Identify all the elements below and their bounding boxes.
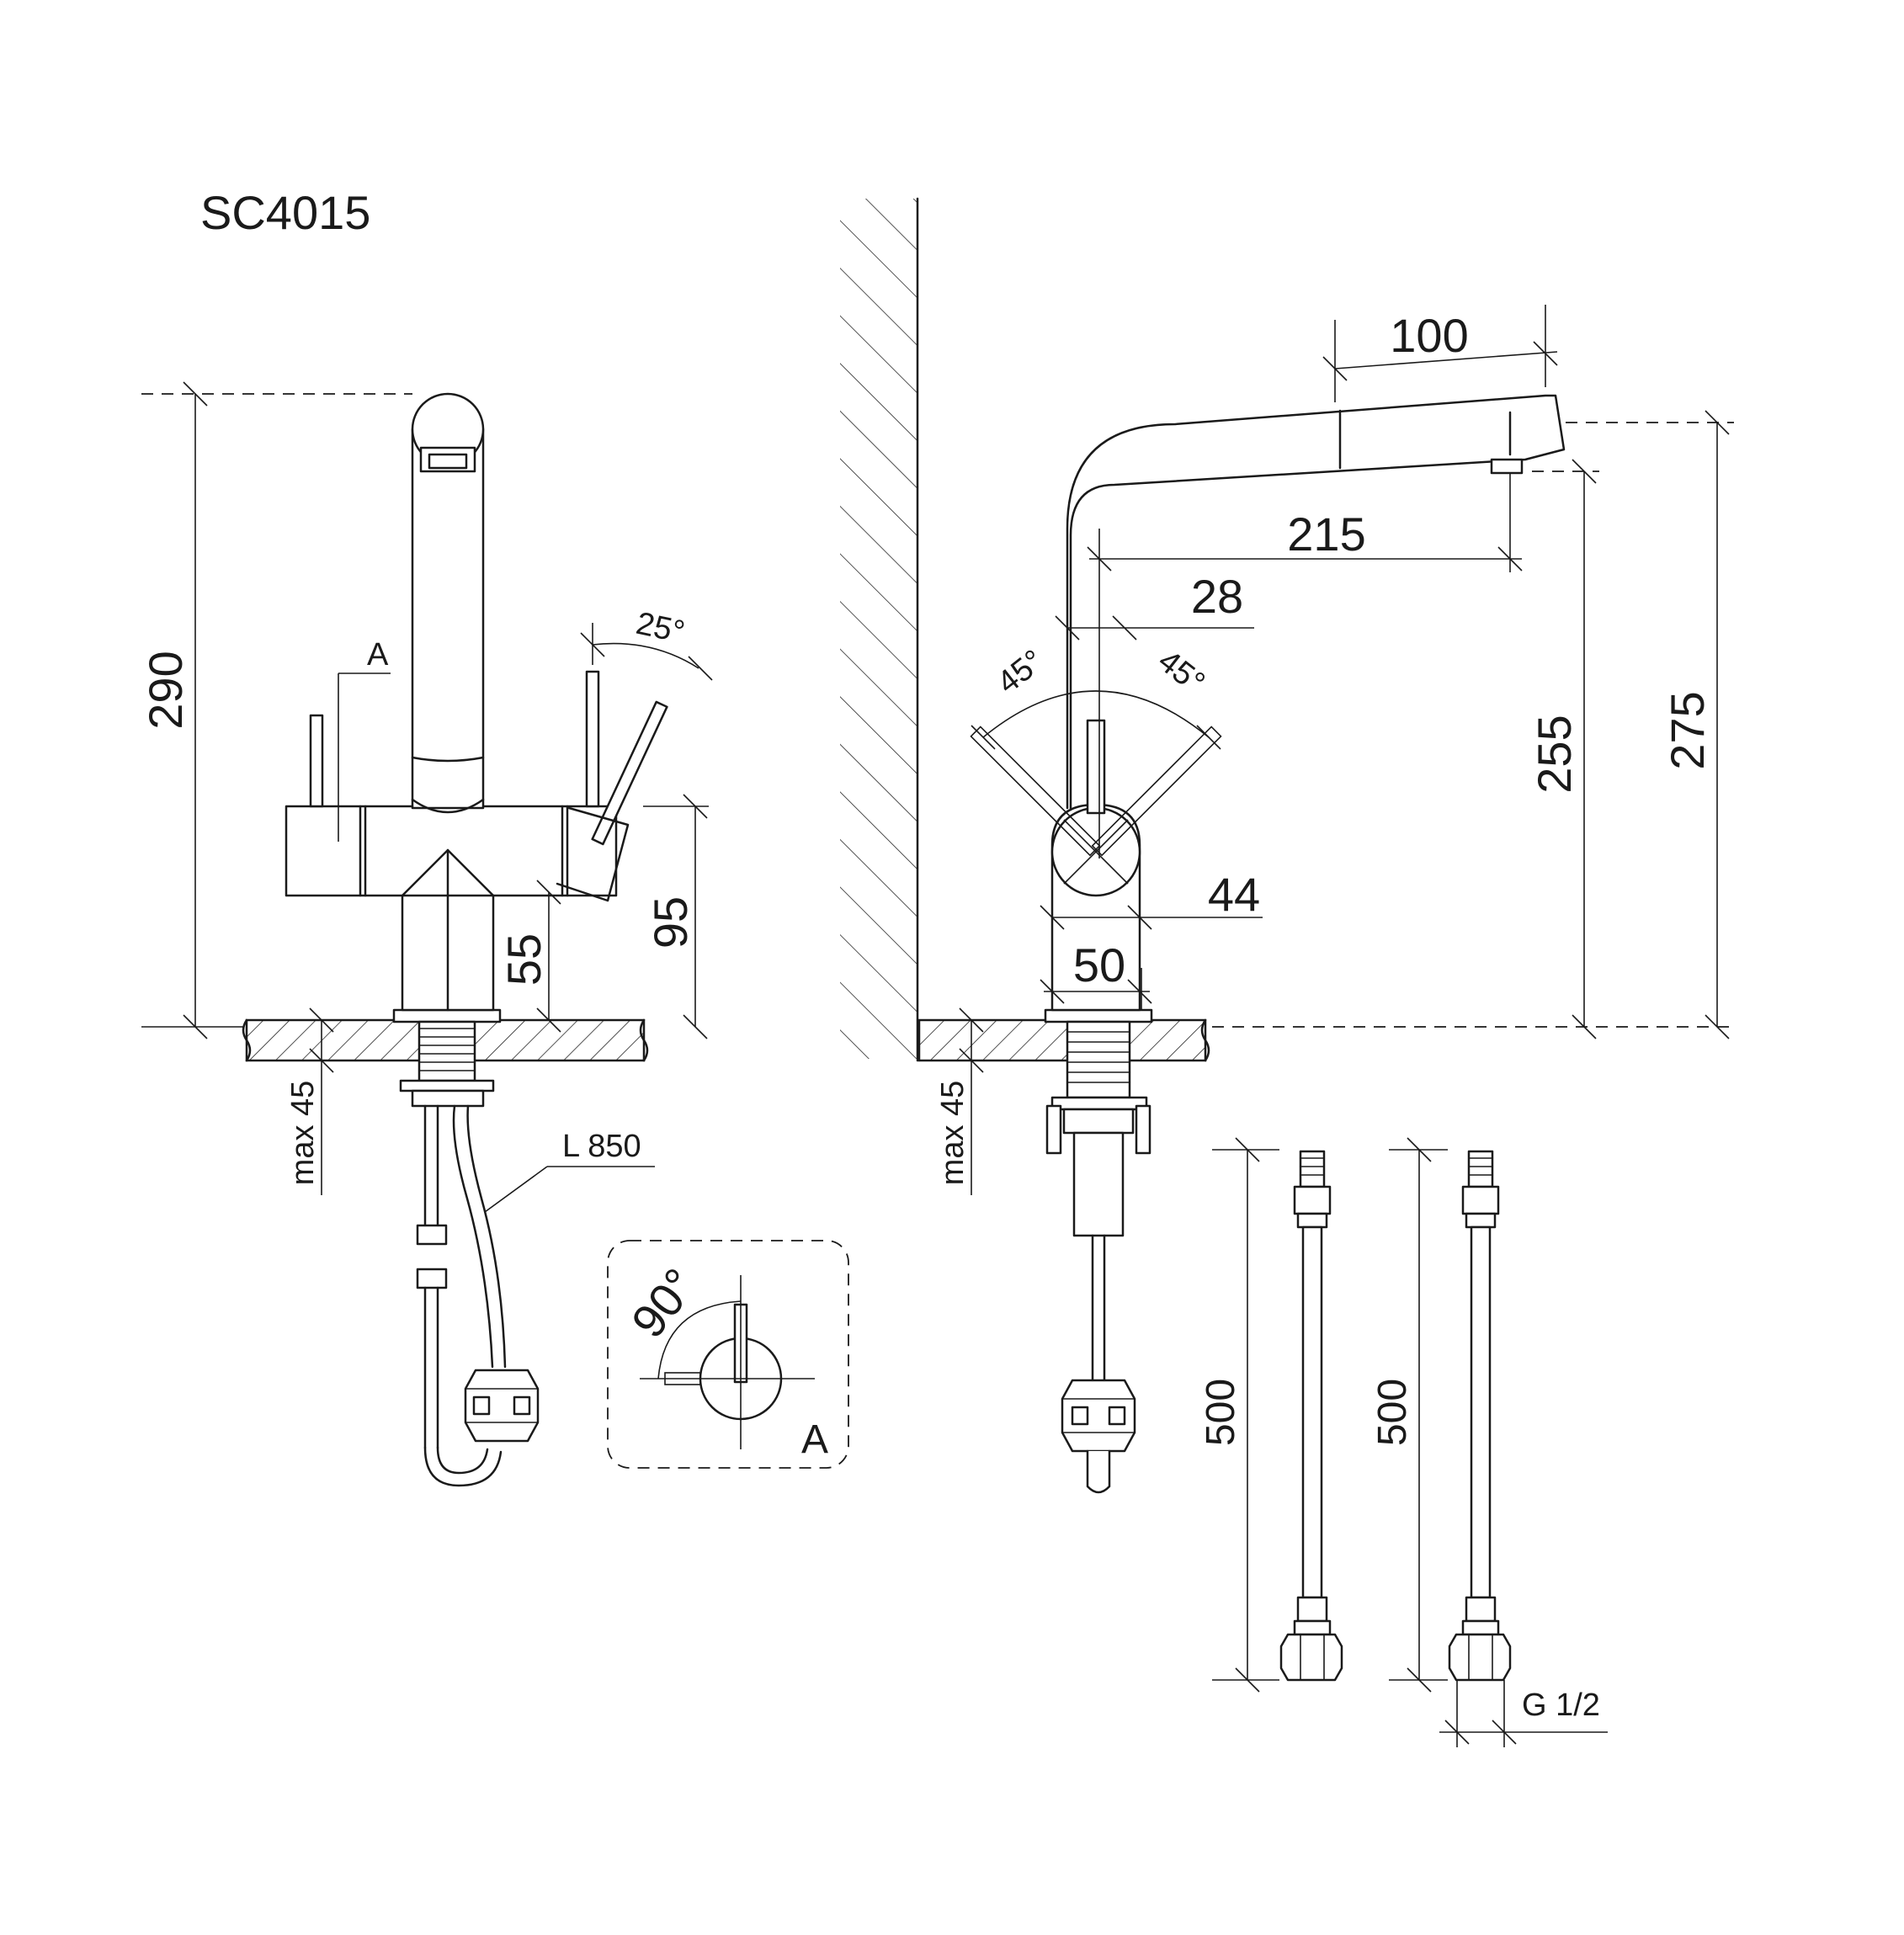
dim-255: 255 bbox=[1528, 715, 1581, 793]
dim-95: 95 bbox=[644, 896, 697, 949]
detail-a: 90° A bbox=[607, 1240, 849, 1469]
countertop-right bbox=[917, 1018, 1207, 1062]
dim-44: 44 bbox=[1208, 868, 1260, 921]
hose-length-2: 500 bbox=[1370, 1379, 1415, 1446]
max-thickness-left: max 45 bbox=[285, 1081, 321, 1186]
wall bbox=[840, 197, 919, 1062]
detail-label: A bbox=[801, 1417, 828, 1462]
dim-290: 290 bbox=[139, 651, 192, 729]
hose-weight-left bbox=[464, 1369, 540, 1443]
dim-55: 55 bbox=[497, 933, 550, 986]
hose-length-1: 500 bbox=[1199, 1379, 1243, 1446]
front-view: A 290 55 95 25° max 45 L 850 bbox=[139, 381, 713, 1487]
connection-hoses: 500 500 G 1/2 bbox=[1199, 1137, 1608, 1747]
dim-215: 215 bbox=[1287, 508, 1365, 561]
angle-25: 25° bbox=[633, 606, 688, 651]
dim-28: 28 bbox=[1191, 570, 1243, 623]
thread-lines-right bbox=[1067, 1031, 1130, 1083]
dim-50: 50 bbox=[1073, 938, 1125, 991]
angle-45-left: 45° bbox=[991, 643, 1050, 700]
model-title: SC4015 bbox=[200, 186, 370, 239]
hose-weight-right bbox=[1061, 1379, 1136, 1453]
thread-lines-left bbox=[419, 1028, 475, 1071]
max-thickness-right: max 45 bbox=[935, 1081, 971, 1186]
side-view: 100 215 28 45° 45° 44 50 bbox=[917, 305, 1734, 1494]
thread-size: G 1/2 bbox=[1522, 1688, 1600, 1723]
detail-frame bbox=[607, 1240, 849, 1469]
angle-45-right: 45° bbox=[1151, 643, 1211, 700]
dim-275: 275 bbox=[1661, 691, 1714, 769]
hose-length: L 850 bbox=[562, 1129, 641, 1164]
dim-100: 100 bbox=[1390, 309, 1468, 362]
section-label-a: A bbox=[367, 637, 389, 672]
angle-90: 90° bbox=[621, 1258, 707, 1348]
